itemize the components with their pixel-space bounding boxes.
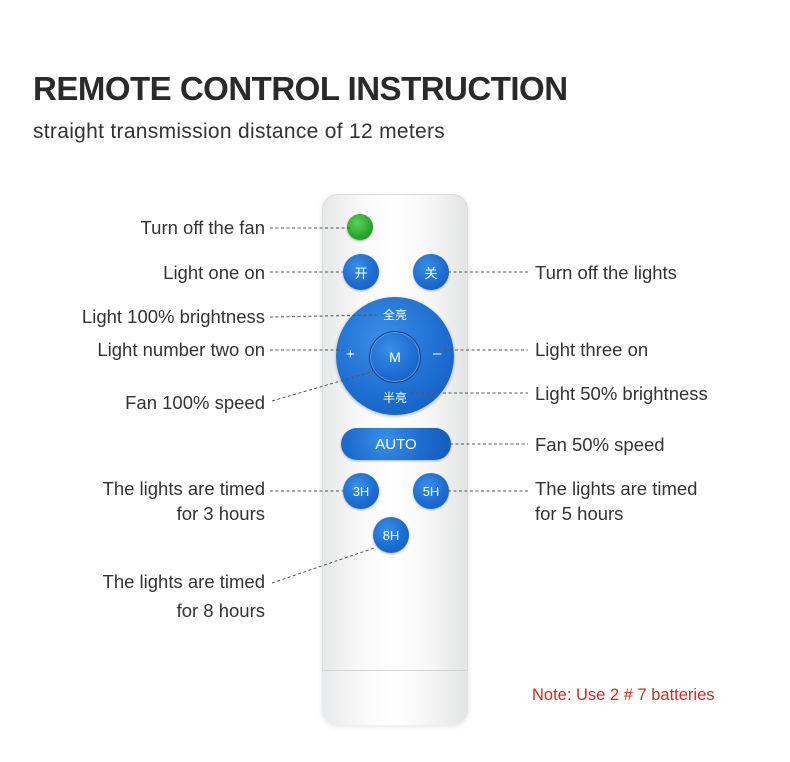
label-timer8-line1: The lights are timed: [102, 571, 265, 592]
label-light-half: Light 50% brightness: [535, 383, 708, 404]
leader-fan-full: [271, 369, 379, 402]
fan-off-button[interactable]: [347, 214, 373, 240]
battery-note: Note: Use 2 # 7 batteries: [532, 686, 715, 704]
label-timer5-line1: The lights are timed: [535, 478, 698, 499]
timer-5h-button[interactable]: 5H: [413, 473, 449, 509]
label-light-two-on: Light number two on: [97, 339, 265, 360]
label-light-three-on: Light three on: [535, 339, 649, 360]
full-brightness-key[interactable]: 全亮: [383, 308, 408, 322]
label-light-one-on: Light one on: [163, 262, 265, 283]
leader-timer-8h: [271, 547, 375, 584]
label-timer3-line1: The lights are timed: [102, 478, 265, 499]
lights-off-button[interactable]: 关: [413, 254, 449, 290]
timer-8h-button[interactable]: 8H: [373, 517, 409, 553]
mode-button[interactable]: M: [369, 331, 421, 383]
label-timer5-line2: for 5 hours: [535, 503, 624, 524]
page-title: REMOTE CONTROL INSTRUCTION: [33, 70, 568, 107]
battery-cover: [322, 670, 468, 725]
label-timer3-line2: for 3 hours: [176, 503, 265, 524]
leader-light-full: [269, 314, 379, 318]
label-light-full: Light 100% brightness: [81, 306, 265, 327]
label-fan-half: Fan 50% speed: [535, 434, 665, 455]
label-timer8-line2: for 8 hours: [176, 600, 265, 621]
timer-3h-button[interactable]: 3H: [343, 473, 379, 509]
label-fan-off: Turn off the fan: [140, 217, 265, 238]
minus-key[interactable]: –: [433, 345, 442, 362]
label-fan-full: Fan 100% speed: [125, 392, 265, 413]
half-brightness-key[interactable]: 半亮: [383, 391, 408, 405]
auto-button[interactable]: AUTO: [341, 428, 451, 460]
plus-key[interactable]: +: [346, 346, 355, 363]
label-lights-off: Turn off the lights: [535, 262, 677, 283]
page-subtitle: straight transmission distance of 12 met…: [33, 120, 446, 143]
light-one-on-button[interactable]: 开: [343, 254, 379, 290]
